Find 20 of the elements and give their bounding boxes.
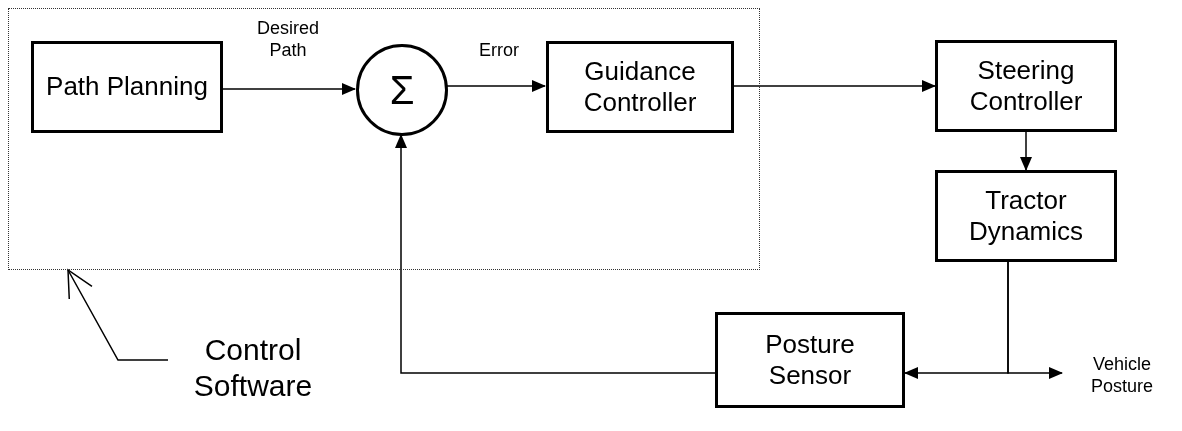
process-box xyxy=(546,41,734,133)
node-text: Steering Controller xyxy=(968,54,1084,118)
process-box xyxy=(31,41,223,133)
arrow xyxy=(395,134,716,374)
arrow xyxy=(1007,261,1063,379)
process-box xyxy=(715,312,905,408)
arrow xyxy=(1020,131,1032,171)
leader-line xyxy=(67,269,169,361)
arrow xyxy=(221,83,356,95)
process-box xyxy=(935,170,1117,262)
process-box xyxy=(935,40,1117,132)
node-text: Path Planning xyxy=(45,71,209,103)
sigma-symbol: Σ xyxy=(388,67,416,114)
node-text: Guidance Controller xyxy=(582,55,698,119)
node-text: Tractor Dynamics xyxy=(967,184,1085,248)
arrow xyxy=(446,80,546,92)
node-text: Posture Sensor xyxy=(764,328,856,392)
node-text: Control Software xyxy=(192,332,314,404)
arrow xyxy=(732,80,936,92)
node-text: Vehicle Posture xyxy=(1089,354,1154,398)
